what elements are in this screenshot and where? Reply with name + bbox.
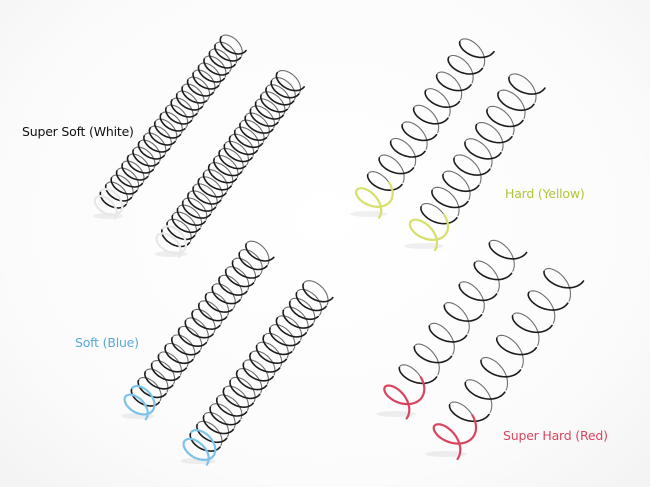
spring-super-soft-2 bbox=[155, 69, 305, 258]
label-soft: Soft (Blue) bbox=[75, 335, 139, 350]
spring-hard-2-color-mark bbox=[408, 213, 450, 252]
spring-hard-2-shadow bbox=[404, 243, 444, 249]
spring-super-soft-2-front-wire bbox=[155, 71, 305, 255]
label-super-hard: Super Hard (Red) bbox=[503, 428, 608, 443]
spring-super-hard-2 bbox=[432, 267, 585, 461]
label-super-soft: Super Soft (White) bbox=[22, 124, 134, 139]
spring-hard-1 bbox=[355, 38, 495, 219]
spring-soft-1 bbox=[123, 240, 275, 421]
spring-soft-2-color-mark bbox=[182, 429, 217, 466]
spring-super-hard-2-color-mark bbox=[432, 414, 478, 461]
label-hard: Hard (Yellow) bbox=[505, 186, 585, 201]
spring-super-soft-1 bbox=[93, 34, 247, 220]
spring-super-hard-2-shadow bbox=[425, 451, 467, 457]
spring-soft-1-color-mark bbox=[123, 385, 156, 421]
spring-super-hard-1-color-mark bbox=[383, 376, 426, 420]
spring-super-hard-1-shadow bbox=[376, 411, 416, 417]
spring-hard-1-front-wire bbox=[355, 40, 495, 208]
spring-super-hard-1 bbox=[383, 239, 528, 420]
spring-soft-2 bbox=[182, 280, 334, 466]
spring-soft-1-back-wire bbox=[125, 240, 270, 420]
spring-super-hard-2-front-wire bbox=[432, 270, 585, 445]
spring-super-hard-1-front-wire bbox=[383, 242, 528, 405]
spring-super-soft-2-color-mark bbox=[155, 225, 187, 258]
spring-hard-1-color-mark bbox=[355, 181, 394, 219]
spring-super-hard-1-back-wire bbox=[384, 239, 515, 420]
spring-hard-1-shadow bbox=[350, 211, 388, 217]
spring-hard-2 bbox=[408, 73, 546, 252]
spring-super-soft-1-color-mark bbox=[93, 188, 124, 220]
